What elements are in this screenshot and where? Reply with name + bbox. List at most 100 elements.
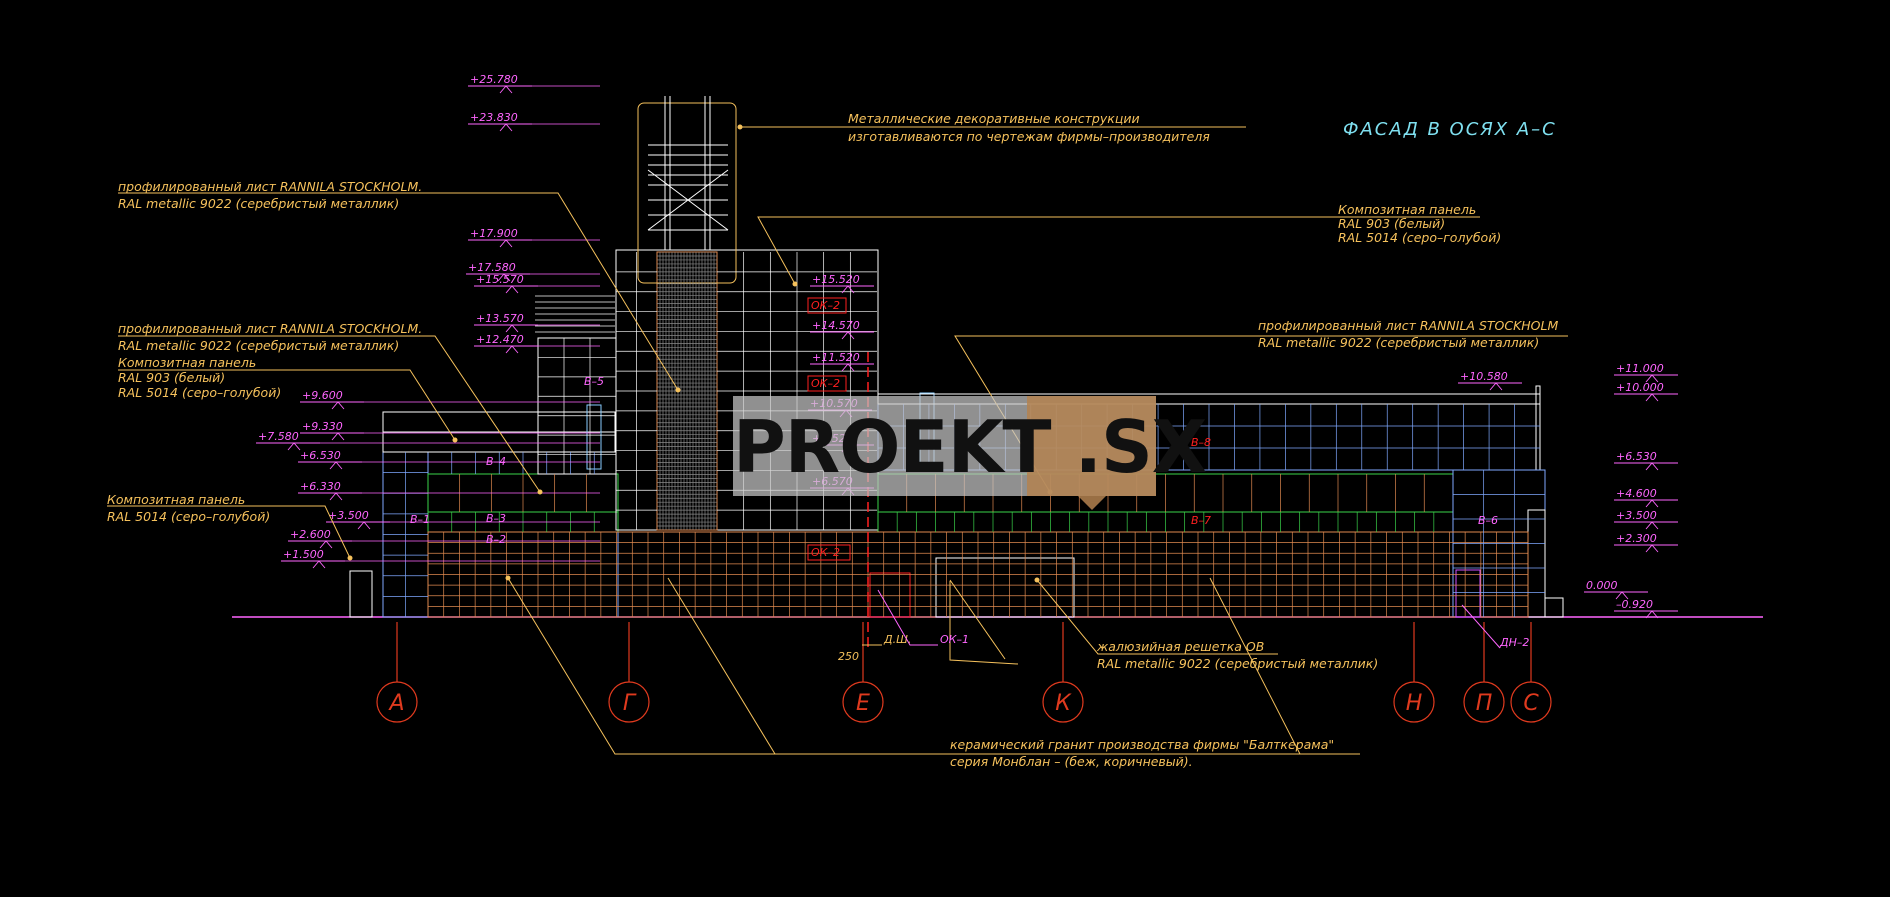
- drawing-title: ФАСАД В ОСЯХ А–С: [1343, 119, 1557, 140]
- level-left-13: +2.600: [288, 528, 352, 549]
- callout-rannila-mid: профилированный лист RANNILA STOCKHOLM. R…: [118, 321, 543, 495]
- tag-b3: В–3: [486, 512, 506, 525]
- level-left-0: +25.780: [468, 73, 532, 94]
- level-label: 0.000: [1586, 579, 1618, 592]
- tag-b7: В–7: [1191, 514, 1211, 527]
- level-left-4: +15.570: [474, 273, 538, 294]
- callout-group: Металлические декоративные конструкциииз…: [107, 111, 1568, 769]
- callout-metal-decor: Металлические декоративные конструкциииз…: [737, 111, 1246, 144]
- level-label: +9.600: [302, 389, 343, 402]
- callout-composite-right-line: RAL 903 (белый): [1338, 216, 1445, 231]
- callout-rannila-right: профилированный лист RANNILA STOCKHOLMRA…: [954, 318, 1568, 495]
- axis-label: П: [1476, 691, 1493, 716]
- left-upper-tower: [537, 337, 617, 475]
- level-left-14: +1.500: [281, 548, 345, 569]
- tag-b5-label: В–5: [584, 375, 604, 388]
- level-label: +6.530: [300, 449, 341, 462]
- tag-ok2c: ОК–2: [807, 544, 851, 561]
- level-label: +6.330: [300, 480, 341, 493]
- level-label: +2.600: [290, 528, 331, 541]
- level-label: +25.780: [470, 73, 518, 86]
- watermark-suffix: .SX: [1074, 405, 1208, 489]
- level-left-1: +23.830: [468, 111, 532, 132]
- level-label: +13.570: [476, 312, 524, 325]
- right-end-grid: [1453, 470, 1545, 617]
- level-right-5: +3.500: [1614, 509, 1678, 530]
- tag-dim250: 250: [838, 650, 859, 663]
- axis-label: Е: [856, 691, 870, 716]
- level-label: +3.500: [1616, 509, 1657, 522]
- ceramic-leader-3: [667, 577, 776, 755]
- callout-ceramic: керамический гранит производства фирмы "…: [505, 575, 1360, 769]
- level-label: +11.520: [812, 351, 860, 364]
- axis-label: С: [1523, 691, 1539, 716]
- watermark-brand: PROEKT: [733, 405, 1052, 489]
- callout-louver-line: жалюзийная решетка ОВ: [1096, 639, 1264, 654]
- callout-composite-left-line: RAL 903 (белый): [118, 370, 225, 385]
- building-outline: [349, 96, 1564, 618]
- tag-b8: В–8: [1191, 436, 1211, 449]
- level-right-2: +10.000: [1614, 381, 1678, 402]
- tag-b2: В–2: [486, 533, 506, 546]
- level-label: +10.580: [1460, 370, 1508, 383]
- tag-ok2c-label: ОК–2: [811, 546, 840, 559]
- level-inner-2: +11.520: [810, 351, 874, 372]
- tag-b5: В–5: [584, 375, 604, 388]
- level-left-6: +12.470: [474, 333, 538, 354]
- louver-block: [935, 557, 1075, 618]
- right-parapet-post: [1535, 385, 1541, 471]
- level-label: +23.830: [470, 111, 518, 124]
- louver-leader-3: [949, 579, 1006, 660]
- level-label: +6.530: [1616, 450, 1657, 463]
- tag-dn2: ДН–2: [1499, 636, 1529, 649]
- level-right-7: 0.000: [1584, 579, 1648, 600]
- right-end-strip: [1527, 509, 1546, 618]
- axis-label: А: [387, 691, 404, 716]
- level-left-10: +6.530: [298, 449, 362, 470]
- level-label: +9.330: [302, 420, 343, 433]
- central-tower: [615, 249, 879, 531]
- callout-composite-right-line: Композитная панель: [1338, 202, 1476, 217]
- axis-circle-6: [1510, 681, 1552, 723]
- tag-ok1-label: ОК–1: [940, 633, 969, 646]
- left-porch: [349, 570, 373, 618]
- ceramic-tile-grid: [428, 532, 1528, 617]
- decor-lattice: [647, 144, 729, 231]
- level-label: +11.000: [1616, 362, 1664, 375]
- callout-louver-line: RAL metallic 9022 (серебристый металлик): [1097, 656, 1378, 671]
- tag-group: В–1В–2В–3В–4В–5В–6В–7В–8ОК–2ОК–2ОК–2ОК–1…: [410, 297, 1529, 663]
- tag-b7-label: В–7: [1191, 514, 1211, 527]
- tag-b1-label: В–1: [410, 513, 430, 526]
- axis-circle-5: [1463, 681, 1505, 723]
- entrance-doors: [869, 572, 911, 618]
- stair-hatch: [535, 295, 615, 333]
- axis-circle-3: [1042, 681, 1084, 723]
- level-inner-0: +15.520: [810, 273, 874, 294]
- left-tower-grid: [538, 338, 616, 474]
- tag-ok1: ОК–1: [940, 633, 969, 646]
- right-mid-grid: [896, 512, 1435, 532]
- level-right-3: +6.530: [1614, 450, 1678, 471]
- callout-composite-left-line: Композитная панель: [118, 355, 256, 370]
- tag-ds: Д.Ш.: [883, 633, 911, 646]
- louver-leader-2: [949, 581, 1019, 665]
- right-step: [1544, 597, 1564, 618]
- callout-rannila-mid-line: профилированный лист RANNILA STOCKHOLM.: [118, 321, 422, 336]
- level-left-5: +13.570: [474, 312, 538, 333]
- dn2-leader: [1461, 604, 1501, 649]
- tag-b3-label: В–3: [486, 512, 506, 525]
- tag-b4-label: В–4: [486, 455, 506, 468]
- callout-composite-left-line: RAL 5014 (серо–голубой): [118, 385, 281, 400]
- level-right-1: +11.000: [1614, 362, 1678, 383]
- tower-left-grid: [616, 252, 657, 530]
- tag-ds-label: Д.Ш.: [883, 633, 911, 646]
- tag-b8-label: В–8: [1191, 436, 1211, 449]
- tag-b1: В–1: [410, 513, 430, 526]
- level-label: –0.920: [1616, 598, 1653, 611]
- level-label: +7.580: [258, 430, 299, 443]
- tag-ok2a: ОК–2: [807, 297, 847, 314]
- callout-metal-decor-line: Металлические декоративные конструкции: [848, 111, 1140, 126]
- axis-circle-2: [842, 681, 884, 723]
